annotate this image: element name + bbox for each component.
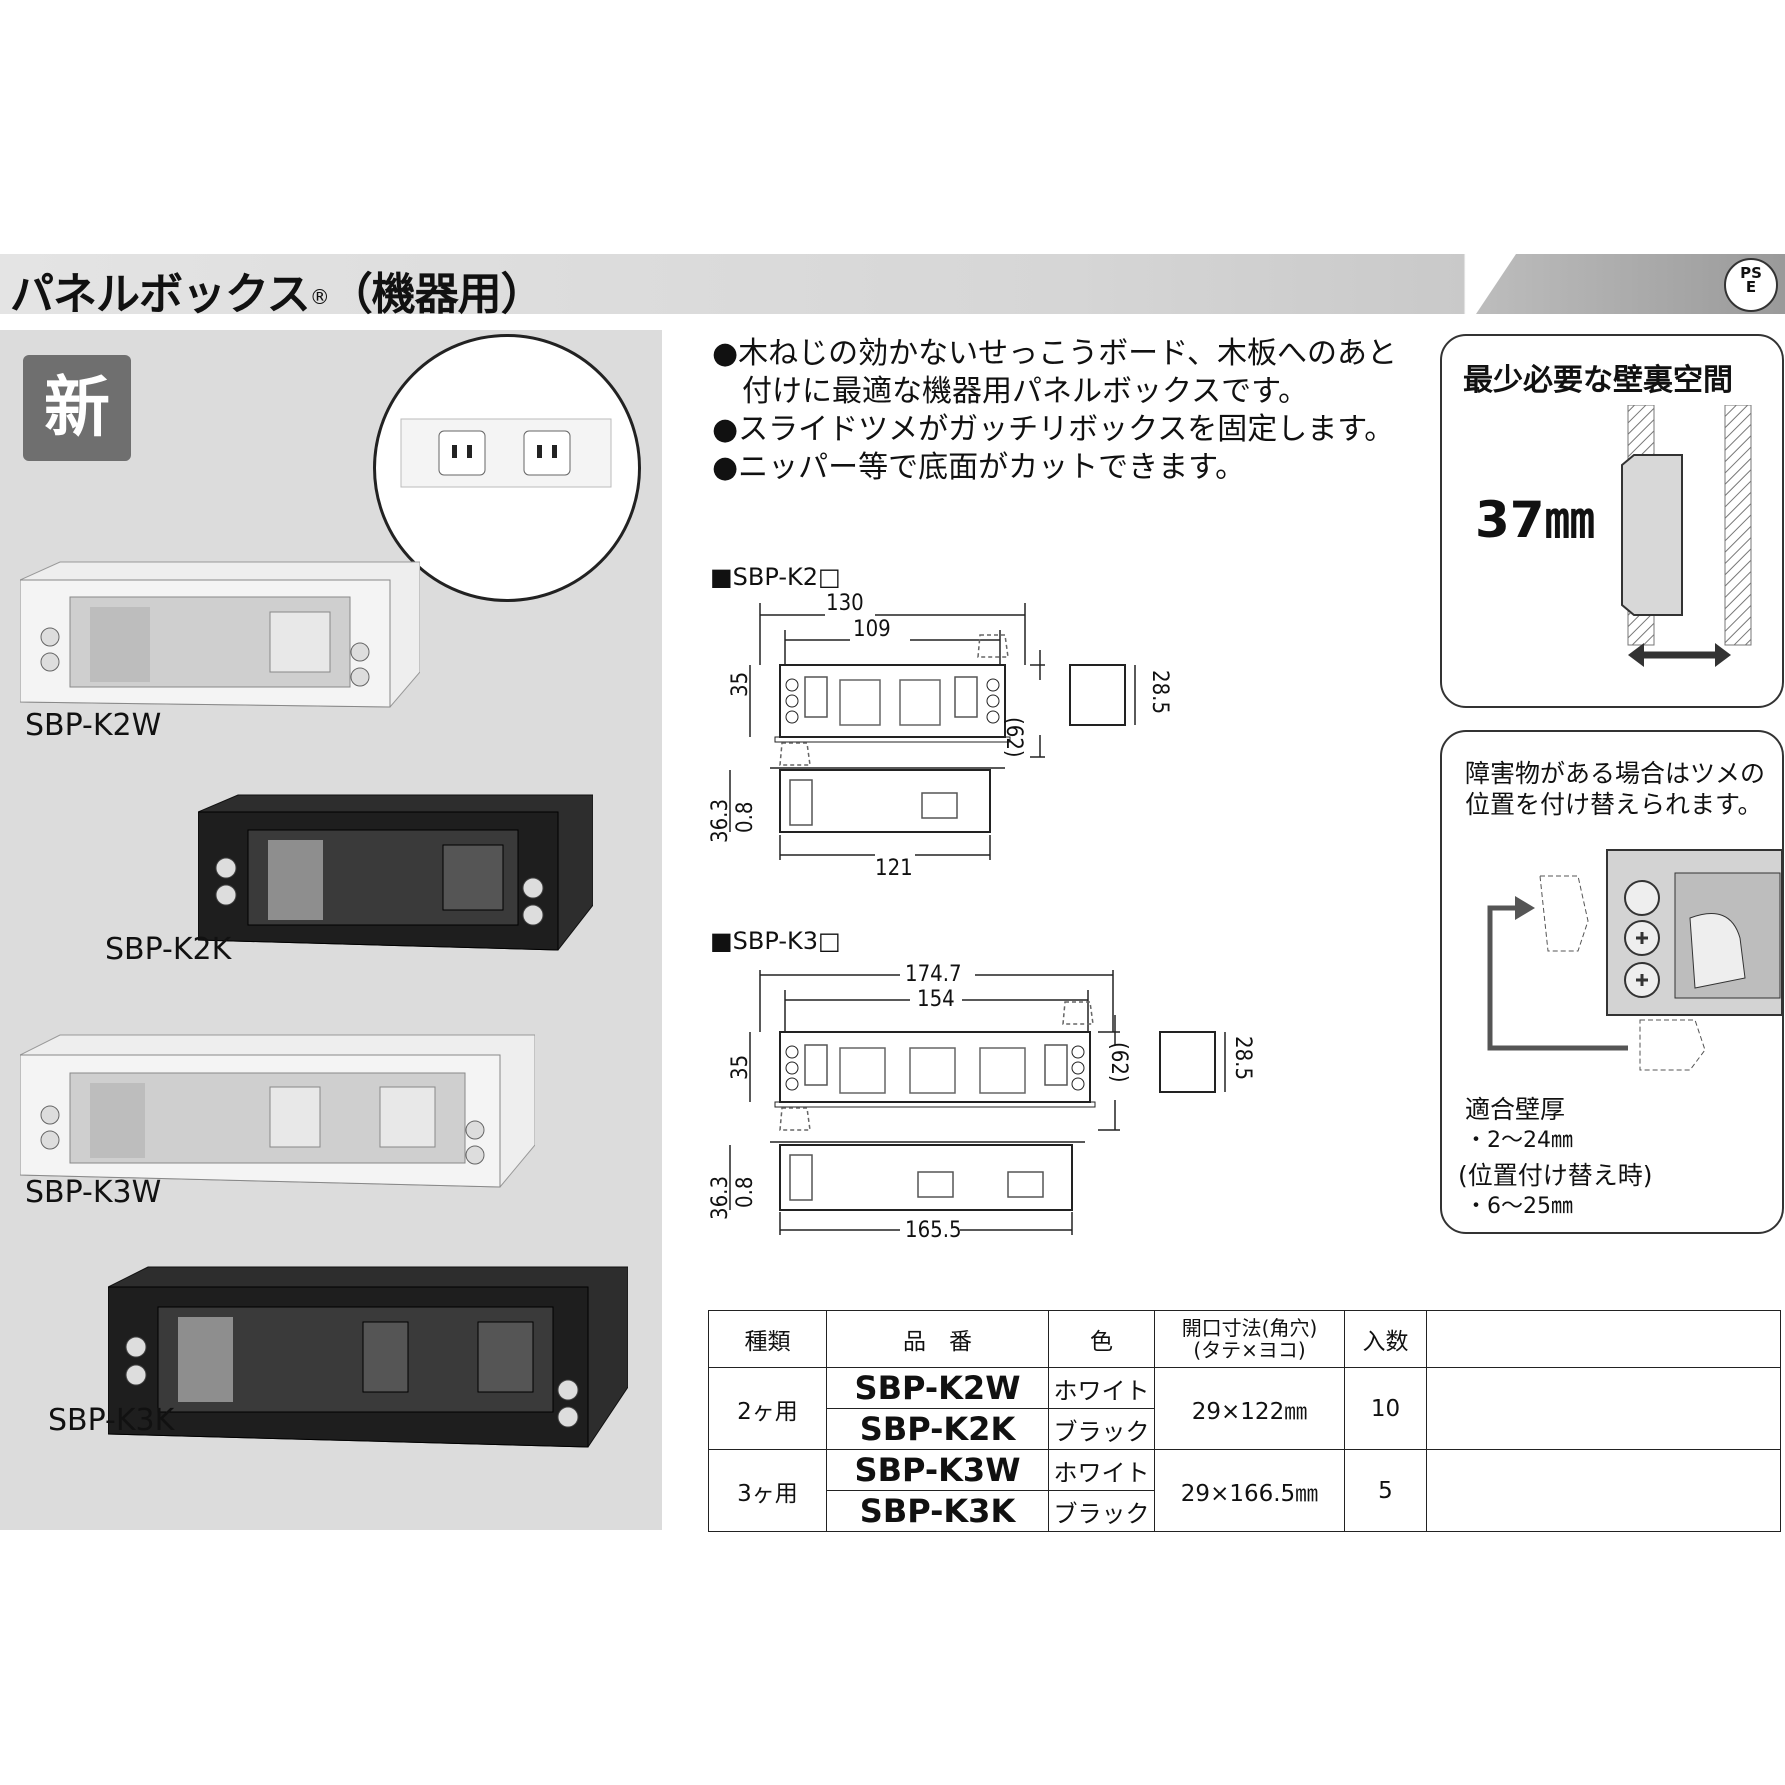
k3-dim-side-b: 0.8	[733, 1176, 758, 1208]
cell-qty: 5	[1344, 1449, 1427, 1532]
table-row: SBP-K2K ブラック	[709, 1408, 1781, 1450]
product-label-k3k: SBP-K3K	[48, 1403, 175, 1438]
header-type: 種類	[708, 1310, 827, 1368]
table-header-row: 種類 品 番 色 開口寸法(角穴) (タテ×ヨコ) 入数	[708, 1310, 1781, 1368]
cell-color: ブラック	[1048, 1490, 1155, 1532]
table-row: 3ヶ用 SBP-K3W ホワイト 29×166.5㎜ 5	[708, 1449, 1781, 1532]
k2-dim-side-a: 36.3	[708, 798, 733, 843]
cell-color: ブラック	[1048, 1408, 1155, 1450]
thickness-relocated: ・6〜25㎜	[1465, 1194, 1573, 1219]
cell-type: 2ヶ用	[708, 1367, 827, 1450]
table-row: SBP-K3K ブラック	[709, 1490, 1781, 1532]
k2-dim-bottom: 121	[875, 856, 913, 881]
k2-dim-overall: 130	[826, 591, 864, 616]
cell-type: 3ヶ用	[708, 1449, 827, 1532]
header-color: 色	[1048, 1310, 1155, 1368]
cell-opening: 29×166.5㎜	[1154, 1449, 1345, 1532]
cell-opening: 29×122㎜	[1154, 1367, 1345, 1450]
k3-dim-pitch: 154	[917, 987, 955, 1012]
k3-dim-height: 35	[728, 1054, 753, 1080]
desc-line-1: ●木ねじの効かないせっこうボード、木板へのあと	[712, 336, 1397, 371]
wall-space-title: 最少必要な壁裏空間	[1463, 363, 1733, 398]
k3-dim-bottom: 165.5	[905, 1218, 962, 1243]
header-opening-line-2: (タテ×ヨコ)	[1193, 1338, 1306, 1362]
wall-space-value: 37㎜	[1475, 491, 1595, 549]
product-label-k2k: SBP-K2K	[105, 932, 232, 967]
pse-mark-icon: PS E	[1724, 258, 1778, 312]
desc-line-4: ●ニッパー等で底面がカットできます。	[712, 450, 1246, 485]
page-title: パネルボックス®（機器用）	[10, 258, 545, 322]
obstacle-note-1: 障害物がある場合はツメの	[1465, 759, 1766, 788]
product-label-k2w: SBP-K2W	[25, 708, 162, 743]
cell-part: SBP-K2W	[826, 1367, 1049, 1409]
k3-dim-overall: 174.7	[905, 962, 962, 987]
title-main: パネルボックス	[10, 269, 311, 320]
product-image-k2k	[198, 794, 593, 951]
drawing-k2	[729, 603, 1136, 860]
table-row: 2ヶ用 SBP-K2W ホワイト 29×122㎜ 10	[708, 1367, 1781, 1450]
new-badge: 新	[23, 355, 131, 461]
outlet-zoom-circle	[373, 334, 641, 602]
cell-blank	[1426, 1367, 1781, 1450]
header-opening-line-1: 開口寸法(角穴)	[1181, 1316, 1318, 1340]
product-image-k3k	[108, 1266, 628, 1448]
k2-dim-height: 35	[728, 671, 753, 697]
k2-dim-pitch: 109	[853, 617, 891, 642]
obstacle-note-2: 位置を付け替えられます。	[1465, 790, 1763, 819]
header-opening: 開口寸法(角穴) (タテ×ヨコ)	[1154, 1310, 1345, 1368]
spec-table: 種類 品 番 色 開口寸法(角穴) (タテ×ヨコ) 入数 2ヶ用 SBP-K2W…	[708, 1310, 1781, 1532]
cell-qty: 10	[1344, 1367, 1427, 1450]
cell-color: ホワイト	[1048, 1449, 1155, 1491]
outlet-plate-icon	[400, 418, 612, 488]
k3-dim-side-a: 36.3	[708, 1175, 733, 1220]
pse-bottom: E	[1745, 278, 1757, 296]
k3-dim-depth: 28.5	[1230, 1036, 1255, 1081]
header-blank	[1426, 1310, 1781, 1368]
k2-dim-side-b: 0.8	[733, 801, 758, 833]
thickness-title: 適合壁厚	[1465, 1095, 1566, 1124]
drawing-label-k3: ■SBP-K3□	[710, 927, 841, 955]
claw-relocation-diagram	[1487, 849, 1782, 1071]
pse-top: PS	[1740, 264, 1762, 282]
cell-part: SBP-K2K	[826, 1408, 1049, 1450]
cell-part: SBP-K3W	[826, 1449, 1049, 1491]
wall-section-diagram	[1621, 405, 1752, 667]
thickness-normal: ・2〜24㎜	[1465, 1128, 1573, 1153]
product-image-k3w	[20, 1034, 535, 1188]
title-suffix: （機器用）	[328, 269, 545, 320]
header-qty: 入数	[1344, 1310, 1427, 1368]
registered-mark: ®	[309, 285, 330, 309]
k3-dim-outer: (62)	[1106, 1042, 1131, 1083]
drawing-label-k2: ■SBP-K2□	[710, 563, 841, 591]
drawing-k3	[729, 970, 1226, 1235]
thickness-relocated-title: (位置付け替え時)	[1458, 1161, 1653, 1190]
desc-line-2: 付けに最適な機器用パネルボックスです。	[712, 374, 1309, 409]
desc-line-3: ●スライドツメがガッチリボックスを固定します。	[712, 412, 1395, 447]
product-label-k3w: SBP-K3W	[25, 1175, 162, 1210]
k2-dim-depth: 28.5	[1147, 670, 1172, 715]
k2-dim-outer: (62)	[1001, 717, 1026, 758]
header-part: 品 番	[826, 1310, 1049, 1368]
cell-blank	[1426, 1449, 1781, 1532]
cell-part: SBP-K3K	[826, 1490, 1049, 1532]
cell-color: ホワイト	[1048, 1367, 1155, 1409]
product-image-k2w	[20, 561, 420, 708]
